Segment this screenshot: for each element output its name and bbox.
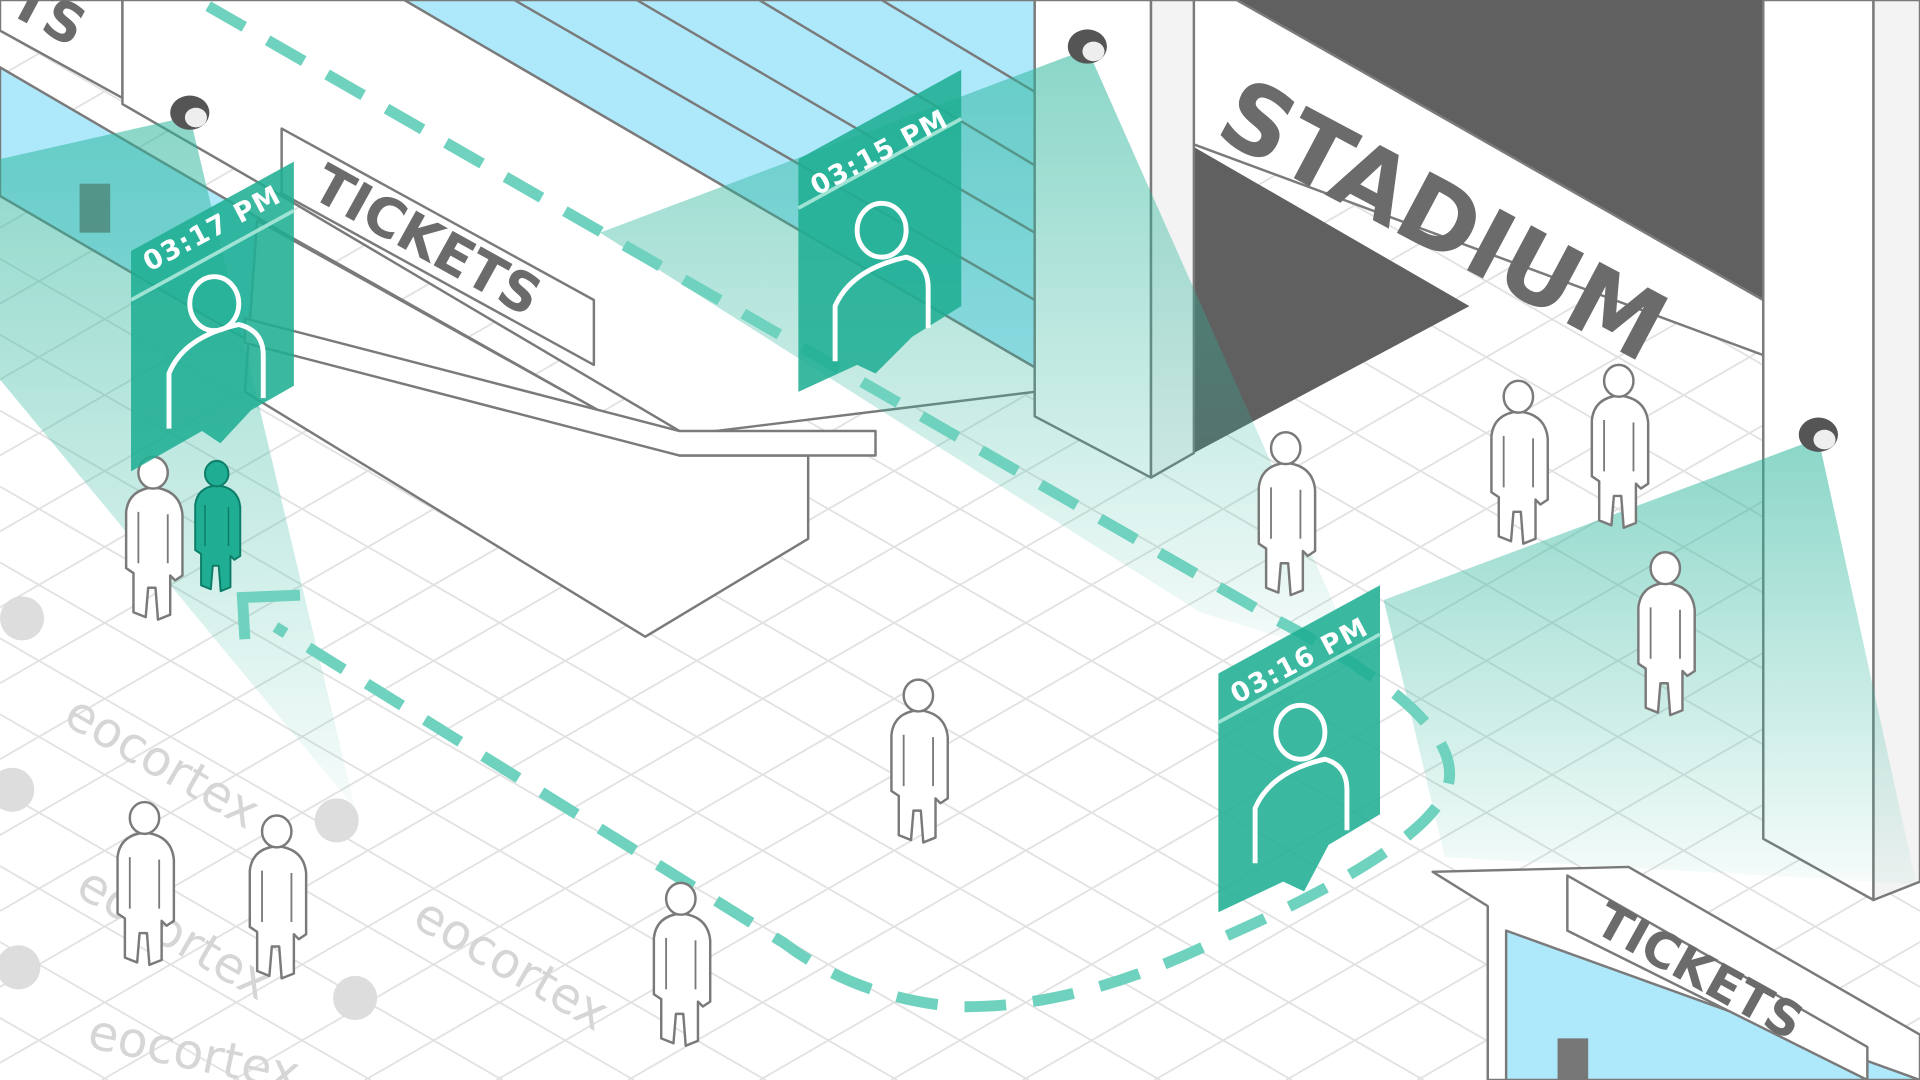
path-arrow-icon — [236, 589, 301, 640]
grid-line — [0, 637, 767, 1080]
crowd — [116, 363, 1696, 1047]
person-icon — [832, 200, 931, 362]
grid-line — [364, 182, 1920, 1080]
watermark-check-icon — [314, 798, 359, 843]
dome-camera-icon — [1798, 417, 1838, 452]
detection-card[interactable]: 03:16 PM — [1217, 585, 1381, 913]
watermark-check-icon — [0, 596, 45, 641]
watermark-check-icon — [333, 975, 378, 1020]
dome-camera-icon — [170, 95, 210, 130]
grid-line — [0, 865, 372, 1080]
dome-camera-icon — [1067, 29, 1107, 64]
grid-line — [0, 1017, 109, 1080]
detection-card[interactable]: 03:15 PM — [797, 69, 963, 392]
person-figure — [1637, 551, 1696, 717]
person-figure — [124, 455, 184, 621]
ticket-booth-right: TICKETS — [1431, 865, 1920, 1080]
person-figure — [1590, 363, 1650, 529]
person-figure — [248, 814, 308, 980]
person-figure — [652, 881, 712, 1047]
watermark: eocortex — [83, 1003, 305, 1080]
watermark-check-icon — [0, 767, 35, 812]
grid-line — [0, 713, 635, 1080]
person-figure — [116, 800, 176, 967]
grid-line — [0, 789, 503, 1080]
person-icon — [1252, 702, 1350, 864]
watermark-check-icon — [0, 945, 41, 990]
grid-line — [496, 257, 1920, 1080]
person-figure — [1257, 431, 1317, 597]
tracking-path — [205, 1, 1456, 1013]
person-figure — [194, 459, 242, 593]
person-figure — [1490, 379, 1549, 545]
person-figure — [890, 678, 949, 844]
person-icon — [166, 274, 266, 429]
grid-line — [0, 561, 898, 1080]
